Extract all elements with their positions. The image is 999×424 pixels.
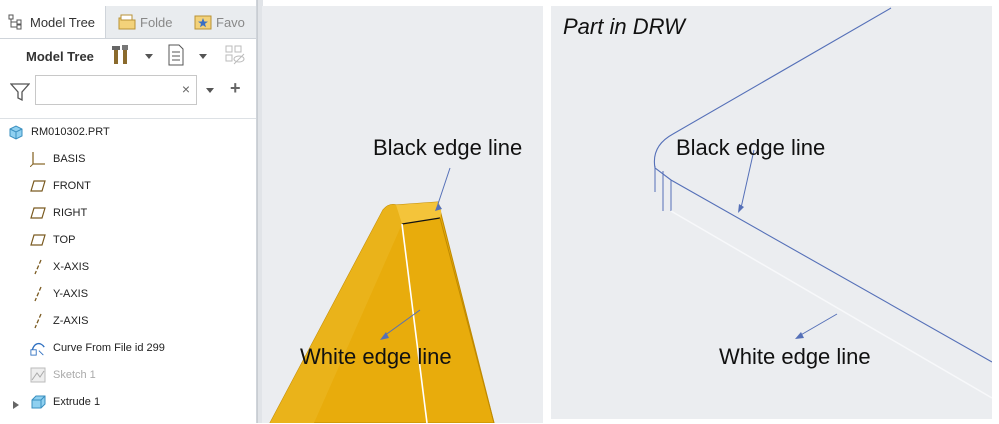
datum-axis-icon	[30, 286, 46, 302]
tree-item-label: X-AXIS	[53, 261, 90, 273]
leader-arrow	[798, 313, 838, 337]
panel-tab-strip: Model Tree Folde Favo	[0, 6, 256, 39]
hide-items-button[interactable]	[224, 45, 246, 70]
viewport-gap	[543, 0, 551, 423]
tree-item-label: TOP	[53, 234, 76, 246]
tree-item-label: Sketch 1	[53, 369, 96, 381]
model-tree-title: Model Tree	[26, 49, 94, 64]
tab-label: Favo	[216, 14, 245, 30]
model-tree-panel	[0, 0, 257, 423]
settings-dropdown-arrow[interactable]	[145, 54, 153, 59]
datum-axis-icon	[30, 313, 46, 329]
show-dropdown-arrow[interactable]	[199, 54, 207, 59]
grid-hide-icon	[225, 45, 245, 70]
white-edge-line	[670, 210, 992, 399]
part-3d-render	[269, 167, 495, 423]
settings-button[interactable]	[110, 44, 132, 71]
leader-arrow	[740, 149, 755, 209]
black-edge-label: Black edge line	[676, 135, 826, 160]
drawing-title: Part in DRW	[563, 14, 685, 39]
tree-item-top[interactable]: TOP	[30, 230, 75, 250]
datum-plane-icon	[30, 178, 46, 194]
tree-item-extrude[interactable]: Extrude 1	[30, 392, 100, 412]
add-icon[interactable]: +	[230, 78, 241, 98]
tab-label: Folde	[140, 14, 173, 30]
expand-arrow-icon[interactable]	[12, 397, 20, 415]
extrude-icon	[30, 394, 46, 410]
search-input[interactable]	[40, 80, 174, 102]
tab-folder-browser[interactable]: Folde	[110, 6, 180, 38]
model-tree-list: RM010302.PRT BASIS FRONT RIGHT TOP X-AXI…	[0, 118, 256, 424]
tree-item-basis[interactable]: BASIS	[30, 149, 85, 169]
clear-icon[interactable]: ×	[181, 81, 190, 97]
white-edge-label: White edge line	[719, 344, 871, 369]
graphics-window-3d[interactable]: Black edge line White edge line	[262, 6, 543, 423]
part-icon	[8, 124, 24, 140]
leader-arrow	[437, 167, 451, 205]
tools-icon	[111, 44, 131, 71]
tab-label: Model Tree	[30, 14, 96, 30]
tab-model-tree[interactable]: Model Tree	[0, 6, 106, 38]
tree-item-label: Y-AXIS	[53, 288, 89, 300]
filter-icon[interactable]	[9, 82, 31, 107]
tree-item-label: BASIS	[53, 153, 86, 165]
list-document-icon	[167, 44, 185, 71]
white-edge-label: White edge line	[300, 344, 452, 369]
tree-item-part[interactable]: RM010302.PRT	[8, 122, 110, 142]
tree-item-label: FRONT	[53, 180, 91, 192]
model-tree-toolbar: Model Tree	[0, 40, 256, 74]
folder-icon	[118, 14, 136, 30]
tree-item-label: Z-AXIS	[53, 315, 89, 327]
black-edge-line	[653, 7, 992, 363]
tab-favorites[interactable]: Favo	[186, 6, 256, 38]
search-box: ×	[35, 75, 197, 105]
tree-item-label: Extrude 1	[53, 396, 101, 408]
tree-item-sketch[interactable]: Sketch 1	[30, 365, 96, 385]
sketch-icon	[30, 367, 46, 383]
tree-item-label: RIGHT	[53, 207, 88, 219]
tree-item-x-axis[interactable]: X-AXIS	[30, 257, 89, 277]
tree-item-curve[interactable]: Curve From File id 299	[30, 338, 165, 358]
filter-row: × +	[0, 74, 256, 110]
panel-splitter[interactable]	[257, 0, 263, 423]
tree-item-y-axis[interactable]: Y-AXIS	[30, 284, 88, 304]
search-dropdown-arrow[interactable]	[206, 88, 214, 93]
favorites-icon	[194, 14, 212, 30]
coordinate-system-icon	[30, 151, 46, 167]
drawing-linework	[653, 7, 992, 399]
show-button[interactable]	[165, 44, 187, 71]
drawing-view[interactable]: Part in DRW Black edge line White edge l…	[551, 6, 992, 419]
datum-plane-icon	[30, 205, 46, 221]
leader-arrow	[383, 309, 421, 337]
datum-axis-icon	[30, 259, 46, 275]
tree-item-label: Curve From File id 299	[53, 342, 165, 354]
black-edge-label: Black edge line	[373, 135, 523, 160]
curve-icon	[30, 340, 46, 356]
datum-plane-icon	[30, 232, 46, 248]
tree-item-z-axis[interactable]: Z-AXIS	[30, 311, 88, 331]
tree-item-front[interactable]: FRONT	[30, 176, 91, 196]
tree-item-label: RM010302.PRT	[31, 126, 110, 138]
model-tree-icon	[8, 14, 24, 30]
black-edge-line	[401, 217, 441, 225]
tree-item-right[interactable]: RIGHT	[30, 203, 87, 223]
